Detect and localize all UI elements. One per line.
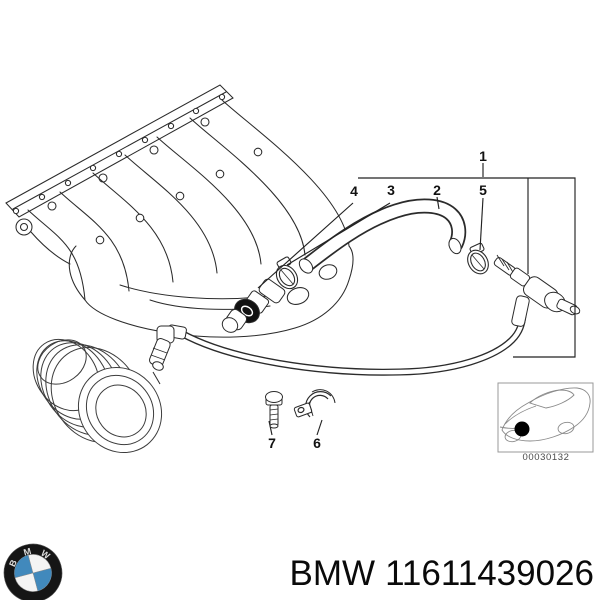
check-valve-assembly bbox=[493, 254, 581, 327]
bmw-logo: B M W bbox=[3, 543, 63, 600]
breather-hose bbox=[298, 198, 467, 274]
hose-clamp-5 bbox=[467, 242, 489, 275]
car-outline-drawing bbox=[499, 387, 591, 443]
intake-manifold-drawing bbox=[5, 84, 354, 338]
callout-label-2: 2 bbox=[433, 182, 441, 198]
vacuum-pipe bbox=[177, 311, 527, 376]
pipe-clamp-6 bbox=[293, 389, 336, 418]
callout-label-4: 4 bbox=[350, 183, 358, 199]
car-location-inset bbox=[497, 382, 594, 453]
callout-label-7: 7 bbox=[268, 435, 276, 451]
brand-text: BMW bbox=[289, 554, 376, 593]
part-location-dot bbox=[514, 421, 530, 437]
elbow-connector-4 bbox=[221, 278, 286, 333]
callout-leader-lines bbox=[257, 163, 576, 436]
hose-clamp-3 bbox=[275, 256, 299, 290]
logo-letter-b: B bbox=[7, 558, 19, 569]
part-number-text: 11611439026 bbox=[385, 554, 594, 593]
pipe-elbow-fitting bbox=[148, 324, 187, 385]
callout-label-1: 1 bbox=[479, 148, 487, 164]
bolt-7 bbox=[265, 391, 283, 429]
callout-label-6: 6 bbox=[313, 435, 321, 451]
callout-label-5: 5 bbox=[479, 182, 487, 198]
inset-image-code: 00030132 bbox=[522, 452, 570, 463]
callout-label-3: 3 bbox=[387, 182, 395, 198]
corrugated-air-boot bbox=[32, 338, 163, 454]
logo-letter-m: M bbox=[22, 546, 32, 558]
